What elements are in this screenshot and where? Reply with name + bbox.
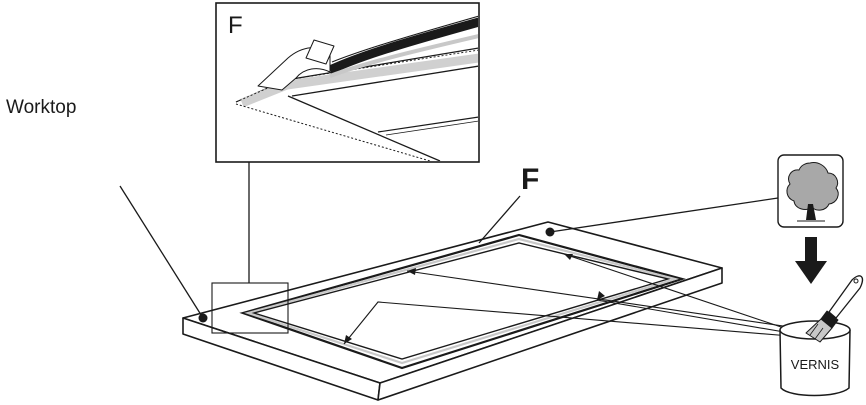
seal-f-leader-line (478, 195, 521, 244)
leader-lines (119, 162, 779, 319)
inset-tape-strip (328, 17, 478, 75)
inset-frame (215, 2, 480, 163)
varnish-arrow-line-2 (563, 253, 791, 331)
inset-tape-highlight (331, 15, 478, 63)
tree-trunk (806, 204, 816, 220)
paintbrush-hang-hole (853, 278, 859, 284)
paintbrush-bristle-line-1 (809, 323, 819, 336)
cutout-seal-band (239, 233, 686, 370)
worktop-right-face (377, 267, 723, 401)
inset-seal-dashed-edge (235, 49, 478, 103)
inset-inner-line-2 (385, 120, 478, 136)
varnish-arrowhead-3 (597, 291, 605, 300)
varnish-arrowhead-1 (407, 268, 416, 275)
paintbrush-handle (828, 275, 864, 319)
tree-icon (777, 154, 844, 228)
detail-region-box (211, 282, 289, 334)
cutout-inner-edge (251, 242, 671, 360)
inset-seal-lower (235, 103, 431, 161)
varnish-arrow-line-3 (596, 299, 791, 334)
paintbrush-bristles (805, 318, 833, 343)
worktop-marker-dot (198, 313, 208, 323)
varnish-arrowhead-4 (344, 335, 352, 344)
varnish-arrowheads (344, 254, 605, 344)
varnish-can-body (779, 329, 851, 397)
paintbrush-bristle-line-2 (814, 327, 824, 340)
magnified-inset (215, 2, 480, 163)
cutout-seal-strip (244, 237, 680, 365)
inset-backing-roll (305, 39, 335, 65)
tree-leader-line (549, 197, 779, 233)
inset-cutout-left-edge (287, 95, 441, 161)
inset-f-label: F (228, 12, 243, 39)
worktop-leader-line (119, 185, 204, 319)
worktop-label: Worktop (6, 97, 76, 118)
paintbrush-icon (805, 275, 864, 343)
varnish-arrowhead-2 (564, 254, 573, 260)
varnish-arrow-line-4 (343, 301, 791, 345)
inset-inner-line (377, 116, 478, 133)
tree-marker-dot (545, 227, 555, 237)
arrow-down-icon (795, 237, 827, 284)
seal-f-label: F (521, 163, 539, 196)
varnish-can-label: VERNIS (791, 357, 840, 372)
arrow-down-shaft (805, 237, 817, 263)
arrow-down-head (795, 261, 827, 284)
cutout-outer-edge (239, 233, 686, 370)
inset-tape-backing (329, 34, 478, 78)
inset-cutout-edge (291, 65, 478, 97)
